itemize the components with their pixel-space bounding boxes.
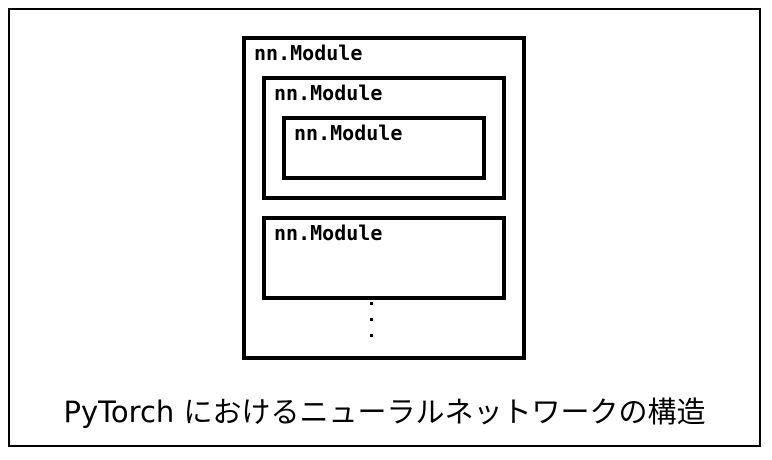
ellipsis-dot bbox=[370, 302, 373, 305]
figure-caption: PyTorch におけるニューラルネットワークの構造 bbox=[63, 395, 706, 429]
ellipsis-dot bbox=[370, 334, 373, 337]
module-box-second: nn.Module bbox=[262, 216, 506, 300]
module-label-nested: nn.Module bbox=[274, 81, 383, 105]
module-label-outer: nn.Module bbox=[254, 41, 363, 65]
module-label-second: nn.Module bbox=[274, 221, 383, 245]
module-box-innermost: nn.Module bbox=[282, 116, 486, 180]
ellipsis-dot bbox=[370, 318, 373, 321]
module-label-innermost: nn.Module bbox=[294, 121, 403, 145]
